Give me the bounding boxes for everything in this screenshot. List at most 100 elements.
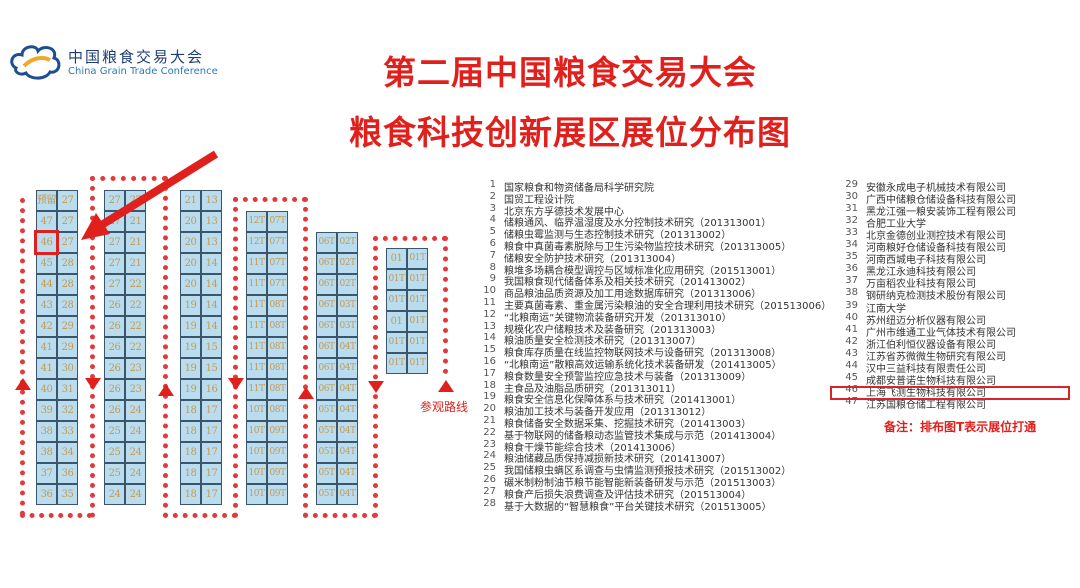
booth: 34 <box>57 442 78 463</box>
booth: 09T <box>267 484 288 505</box>
exhibitor-number: 31 <box>845 203 858 215</box>
booth: 04T <box>337 442 358 463</box>
exhibitor-number: 24 <box>483 450 496 462</box>
booth: 07T <box>267 274 288 295</box>
exhibitor-number: 21 <box>483 415 496 426</box>
booth: 26 <box>104 316 125 337</box>
booth: 41 <box>36 337 57 358</box>
booth: 17 <box>201 400 222 421</box>
booth: 04T <box>337 337 358 358</box>
booth: 01 <box>386 311 407 332</box>
exhibitor-name: 储粮通风、临界温湿度及水分控制技术研究（201313001） <box>504 218 772 230</box>
exhibitor-number: 6 <box>489 238 496 249</box>
logo-english-name: China Grain Trade Conference <box>68 66 218 77</box>
booth: 15 <box>201 337 222 358</box>
booth: 02T <box>337 253 358 274</box>
booth: 13 <box>201 232 222 253</box>
route-arrow-up-icon <box>15 378 31 390</box>
booth: 05T <box>316 421 337 442</box>
booth: 06T <box>316 232 337 253</box>
booth: 21 <box>180 190 201 211</box>
booth: 06T <box>316 295 337 316</box>
booth: 10T <box>246 463 267 484</box>
booth: 11T <box>246 358 267 379</box>
exhibitor-name: “北粮南运”关键物流装备研究开发（201313010） <box>504 312 732 324</box>
exhibitor-number: 4 <box>489 214 496 226</box>
exhibitor-number: 45 <box>845 371 858 383</box>
booth: 01T <box>407 269 428 290</box>
booth: 01T <box>407 248 428 269</box>
booth: 19 <box>180 295 201 316</box>
exhibitor-number: 38 <box>845 287 858 299</box>
booth: 12T <box>246 232 267 253</box>
booth: 38 <box>36 421 57 442</box>
booth: 01T <box>407 311 428 332</box>
booth: 27 <box>104 253 125 274</box>
exhibitor-number: 39 <box>845 299 858 311</box>
exhibitor-name: 粮食产后损失浪费调查及评估技术研究（201513004） <box>504 489 752 501</box>
booth: 18 <box>180 421 201 442</box>
exhibitor-name: 粮食安全信息化保障体系与技术研究（201413001） <box>504 395 742 407</box>
booth: 08T <box>267 316 288 337</box>
exhibitor-number: 41 <box>845 323 858 335</box>
highlighted-booth-46 <box>34 230 59 255</box>
booth: 06T <box>316 379 337 400</box>
exhibitor-name: 河南粮好仓储设备科技有限公司 <box>866 243 1006 255</box>
route-arrow-up-icon <box>158 384 174 396</box>
exhibitor-number: 29 <box>845 179 858 190</box>
booth: 10T <box>246 484 267 505</box>
booth: 45 <box>36 253 57 274</box>
booth: 26 <box>104 400 125 421</box>
exhibitor-number: 25 <box>483 462 496 474</box>
route-arrow-down-icon <box>85 378 101 390</box>
booth: 27 <box>57 232 78 253</box>
booth: 04T <box>337 358 358 379</box>
booth: 16 <box>201 379 222 400</box>
booth: 10T <box>246 421 267 442</box>
booth: 24 <box>125 400 146 421</box>
booth: 23 <box>125 379 146 400</box>
exhibitor-name: 粮食库存质量在线监控物联网技术与设备研究（201313008） <box>504 348 782 360</box>
booth: 27 <box>104 232 125 253</box>
exhibitor-name: 规模化农户储粮技术及装备研究（201313003） <box>504 324 722 336</box>
booth: 37 <box>36 463 57 484</box>
exhibitor-number: 12 <box>483 308 496 320</box>
booth: 14 <box>201 253 222 274</box>
booth: 24 <box>104 484 125 505</box>
booth: 26 <box>104 358 125 379</box>
booth: 33 <box>57 421 78 442</box>
exhibitor-name: 河南西城电子科技有限公司 <box>866 255 986 267</box>
booth: 01T <box>386 290 407 311</box>
booth: 27 <box>104 274 125 295</box>
exhibitor-number: 40 <box>845 311 858 323</box>
booth: 25 <box>104 421 125 442</box>
booth: 02T <box>337 274 358 295</box>
exhibitor-number: 33 <box>845 227 858 239</box>
booth: 11T <box>246 379 267 400</box>
exhibitor-name: 广州市维通工业气体技术有限公司 <box>866 327 1016 339</box>
exhibitor-number: 15 <box>483 344 496 356</box>
booth: 04T <box>337 484 358 505</box>
highlighted-exhibitor-46 <box>830 386 1070 400</box>
booth: 20 <box>180 253 201 274</box>
exhibitor-number: 20 <box>483 403 496 415</box>
booth: 03T <box>337 316 358 337</box>
booth: 38 <box>36 442 57 463</box>
exhibitor-number: 19 <box>483 391 496 403</box>
booth: 05T <box>316 442 337 463</box>
booth: 30 <box>57 358 78 379</box>
booth: 04T <box>337 379 358 400</box>
exhibitor-name: 商品粮油品质资源及加工用途数据库研究（201313006） <box>504 289 762 301</box>
booth: 27 <box>125 190 146 211</box>
exhibitor-number: 10 <box>483 285 496 297</box>
booth: 21 <box>125 232 146 253</box>
booth: 21 <box>125 211 146 232</box>
exhibitor-number: 18 <box>483 379 496 391</box>
booth: 44 <box>36 274 57 295</box>
booth: 18 <box>180 463 201 484</box>
booth: 07T <box>267 253 288 274</box>
booth: 28 <box>57 253 78 274</box>
booth: 11T <box>246 337 267 358</box>
booth: 21 <box>125 253 146 274</box>
exhibitor-number: 5 <box>489 226 496 238</box>
